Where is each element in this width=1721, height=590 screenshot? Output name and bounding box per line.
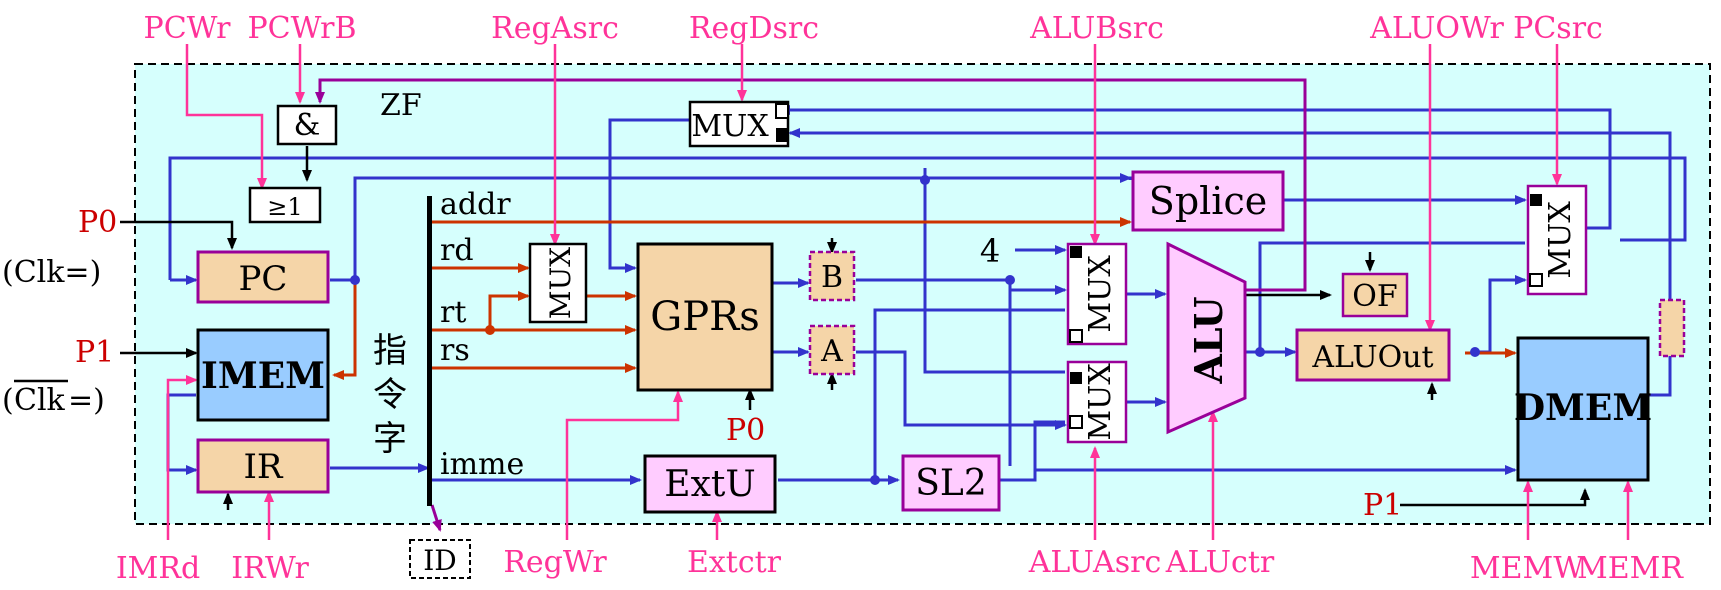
imem-label: IMEM [201,355,325,397]
mux-alub: MUX [1066,242,1128,346]
clock-clk-bar-name: Clk [14,383,66,418]
register-b: B [808,250,856,302]
gprs-block: GPRs [636,242,774,392]
ir-label: IR [243,447,283,487]
label-imme: imme [440,447,524,482]
and-gate: & [276,104,338,146]
mux-rega-label: MUX [544,247,577,319]
alu-block: ALU [1166,241,1247,435]
signal-imrd: IMRd [116,551,200,586]
pc-register: PC [196,250,330,304]
junctions [350,175,1480,485]
mux-pc-label: MUX [1543,201,1578,279]
signal-memw: MEMW [1470,551,1584,586]
mux-alub-label: MUX [1083,255,1118,333]
signal-memr: MEMR [1577,551,1684,586]
signal-irwr: IRWr [231,551,309,586]
clock-p0-pc: P0 [78,205,117,240]
clock-clk-bar-suffix: =) [68,383,105,418]
blue-wires [166,105,1687,485]
mdr-buffer [1658,298,1686,358]
label-rt: rt [440,295,466,330]
mux-regdst-label: MUX [691,109,769,144]
mux-pc: MUX [1526,184,1588,296]
signal-extctr: Extctr [687,545,782,580]
of-label: OF [1352,279,1397,314]
instruction-bus [427,196,432,506]
dmem-block: DMEM [1514,336,1652,482]
clock-clk-bar: ( Clk =) [2,379,105,418]
signal-regasrc: RegAsrc [491,11,619,46]
label-addr: addr [440,187,511,222]
signal-regdsrc: RegDsrc [689,11,819,46]
junction-rt [485,325,495,335]
signal-pcsrc: PCsrc [1513,11,1603,46]
signal-pcwrb: PCWrB [247,11,356,46]
label-rd: rd [440,233,474,268]
datapath-panel [134,63,1711,525]
label-instr-2: 令 [373,375,407,415]
ir-register: IR [196,438,330,494]
signal-regwr: RegWr [503,545,607,580]
register-a: A [808,324,856,376]
or-gate-label: ≥1 [267,193,302,221]
or-gate: ≥1 [248,186,322,224]
pc-label: PC [239,259,288,299]
signal-pcwr: PCWr [144,11,232,46]
extu-block: ExtU [643,454,777,514]
signal-aluctr: ALUctr [1165,545,1275,580]
clock-p1-dmem: P1 [1363,488,1402,523]
const-four: 4 [980,232,1000,270]
clock-clk: (Clk=) [2,255,101,290]
id-box: ID [409,539,471,579]
imem-block: IMEM [196,328,330,422]
signal-aluowr: ALUOWr [1369,11,1504,46]
black-wires [120,146,1590,510]
red-wires [332,217,1517,380]
sl2-block: SL2 [901,454,1001,512]
aluout-label: ALUOut [1311,340,1433,375]
mux-alua-label: MUX [1083,363,1118,441]
clock-clk-bar-prefix: ( [2,383,14,418]
alu-label: ALU [1186,296,1231,384]
clock-p0-gprs: P0 [726,413,765,448]
extu-label: ExtU [664,464,755,505]
id-label: ID [423,544,457,577]
register-a-label: A [820,334,843,369]
splice-label: Splice [1149,179,1267,223]
purple-wires [315,78,1307,532]
signal-aluasrc: ALUAsrc [1028,545,1162,580]
register-b-label: B [821,260,843,295]
label-instr-3: 字 [373,419,407,459]
mux-alua: MUX [1066,360,1128,444]
dmem-label: DMEM [1514,387,1652,429]
mux-rega: MUX [528,242,588,324]
clock-p1-imem: P1 [75,335,114,370]
sl2-label: SL2 [915,463,986,504]
gprs-label: GPRs [650,294,760,340]
and-gate-label: & [294,108,321,143]
label-zf: ZF [380,88,422,123]
mux-regdst: MUX [688,100,790,148]
of-flag: OF [1341,272,1409,318]
label-rs: rs [440,333,470,368]
label-instr-1: 指 [373,331,407,371]
aluout-register: ALUOut [1295,328,1451,382]
signal-wires [166,44,1633,540]
splice-block: Splice [1131,170,1285,232]
signal-alubsrc: ALUBsrc [1029,11,1164,46]
